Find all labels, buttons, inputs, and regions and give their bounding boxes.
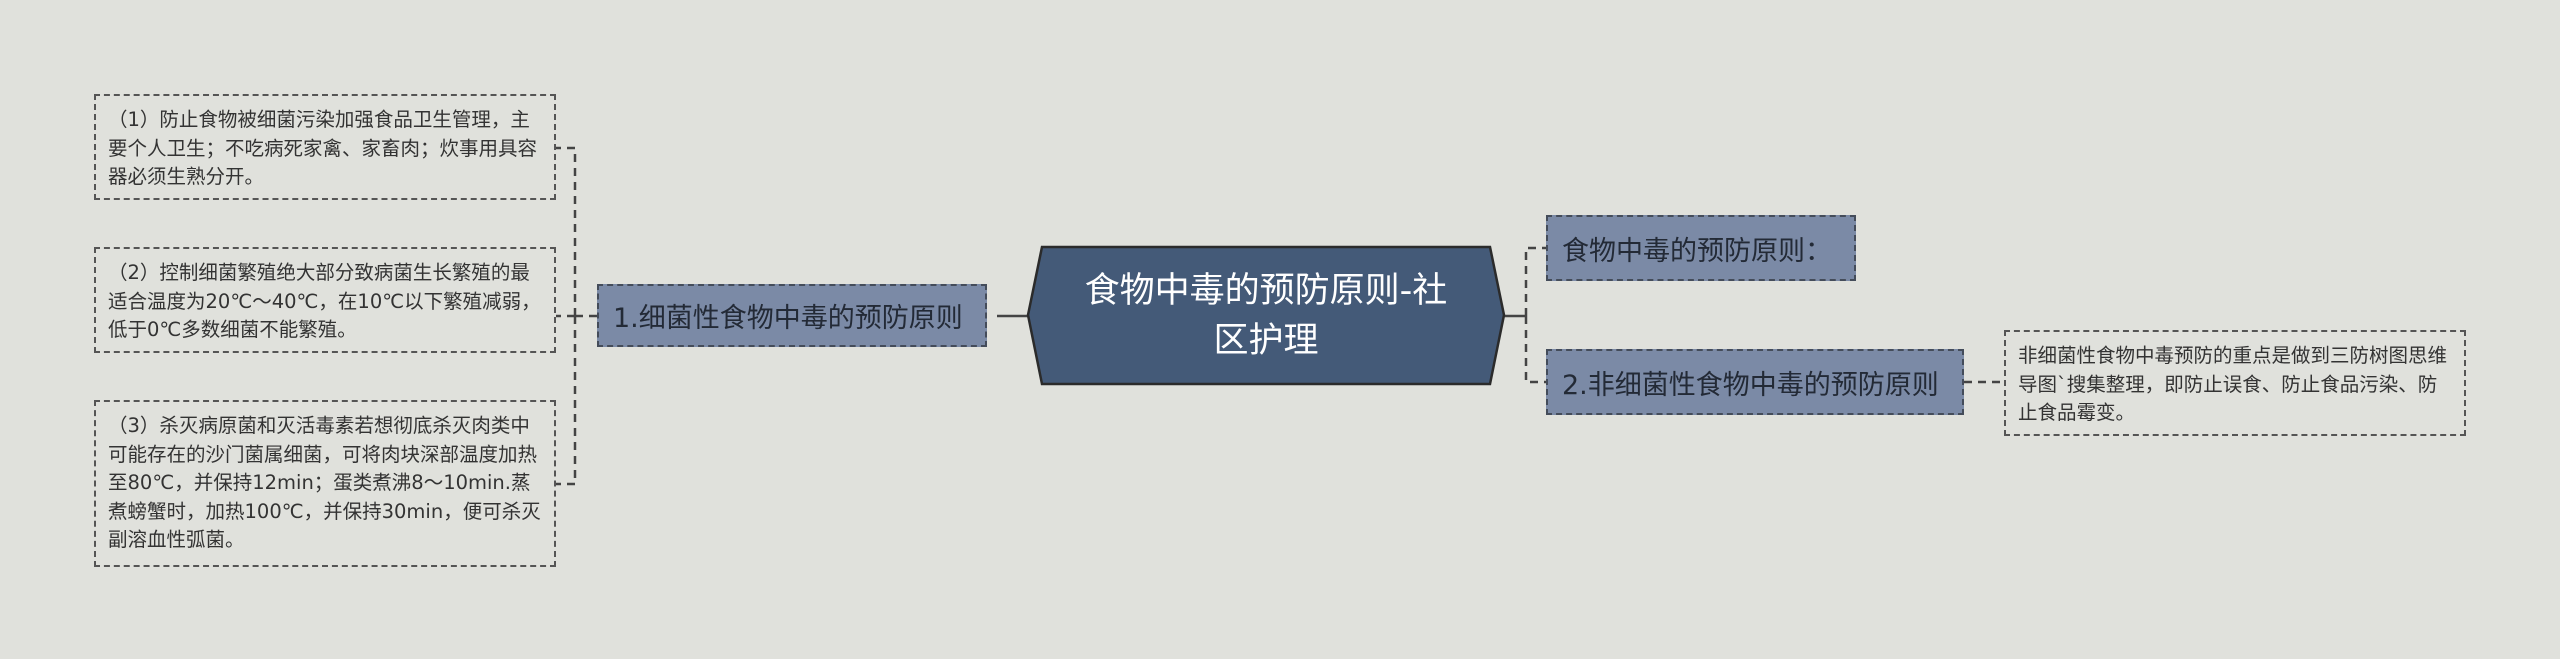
right-branch-2[interactable]: 2.非细菌性食物中毒的预防原则 [1546,349,1964,415]
left-leaf-1[interactable]: （1）防止食物被细菌污染加强食品卫生管理，主要个人卫生；不吃病死家禽、家畜肉；炊… [94,94,556,200]
right-branch-1[interactable]: 食物中毒的预防原则： [1546,215,1856,281]
left-leaf-3[interactable]: （3）杀灭病原菌和灭活毒素若想彻底杀灭肉类中可能存在的沙门菌属细菌，可将肉块深部… [94,400,556,567]
root-node[interactable]: 食物中毒的预防原则-社区护理 [1026,245,1506,386]
left-leaf-2-text: （2）控制细菌繁殖绝大部分致病菌生长繁殖的最适合温度为20℃～40℃，在10℃以… [108,261,541,341]
root-title: 食物中毒的预防原则-社区护理 [1084,270,1448,361]
root-hexagon-shape [1026,245,1506,386]
left-leaf-1-text: （1）防止食物被细菌污染加强食品卫生管理，主要个人卫生；不吃病死家禽、家畜肉；炊… [108,108,538,188]
connector-left-leaf-3 [556,316,577,486]
right-branch-1-label: 食物中毒的预防原则： [1562,235,1832,267]
connector-right-1 [1524,246,1546,316]
right-branch-2-label: 2.非细菌性食物中毒的预防原则 [1562,369,1939,401]
right-leaf-detail-text: 非细菌性食物中毒预防的重点是做到三防树图思维导图`搜集整理，即防止误食、防止食品… [2018,344,2448,424]
left-leaf-3-text: （3）杀灭病原菌和灭活毒素若想彻底杀灭肉类中可能存在的沙门菌属细菌，可将肉块深部… [108,414,541,551]
connector-right-2 [1524,316,1546,384]
right-leaf-detail[interactable]: 非细菌性食物中毒预防的重点是做到三防树图思维导图`搜集整理，即防止误食、防止食品… [2004,330,2466,436]
connector-left-leaf-1 [556,146,577,316]
left-leaf-2[interactable]: （2）控制细菌繁殖绝大部分致病菌生长繁殖的最适合温度为20℃～40℃，在10℃以… [94,247,556,353]
left-branch-node[interactable]: 1.细菌性食物中毒的预防原则 [597,284,987,347]
left-branch-label: 1.细菌性食物中毒的预防原则 [613,303,963,334]
